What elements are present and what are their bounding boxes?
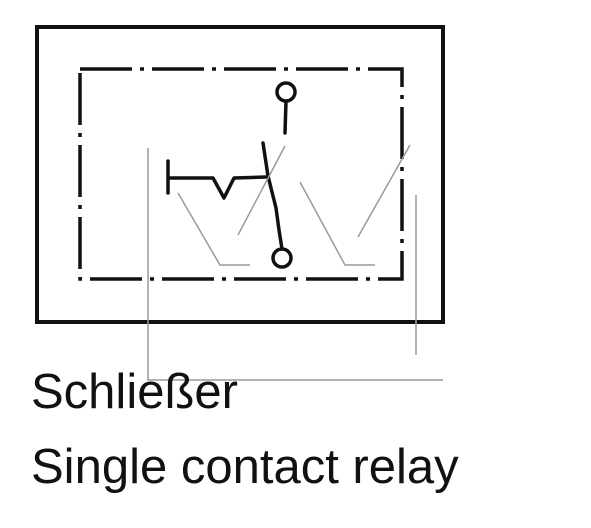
leader-line (299, 181, 375, 266)
upper-terminal (275, 81, 297, 103)
leader-lines (147, 144, 443, 381)
leader-line (177, 192, 250, 266)
outer-housing-frame (35, 25, 445, 324)
caption-german: Schließer (31, 365, 238, 419)
lower-terminal (271, 247, 293, 269)
caption-english: Single contact relay (31, 440, 459, 494)
leader-line (147, 148, 443, 381)
upper-terminal-lead (283, 99, 288, 135)
leader-line (357, 144, 411, 238)
contact-symbol (166, 81, 297, 269)
switch-blade (261, 141, 284, 251)
leader-line (237, 145, 286, 236)
inner-dashdot-boundary (78, 67, 404, 281)
actuator-hook (166, 159, 268, 200)
